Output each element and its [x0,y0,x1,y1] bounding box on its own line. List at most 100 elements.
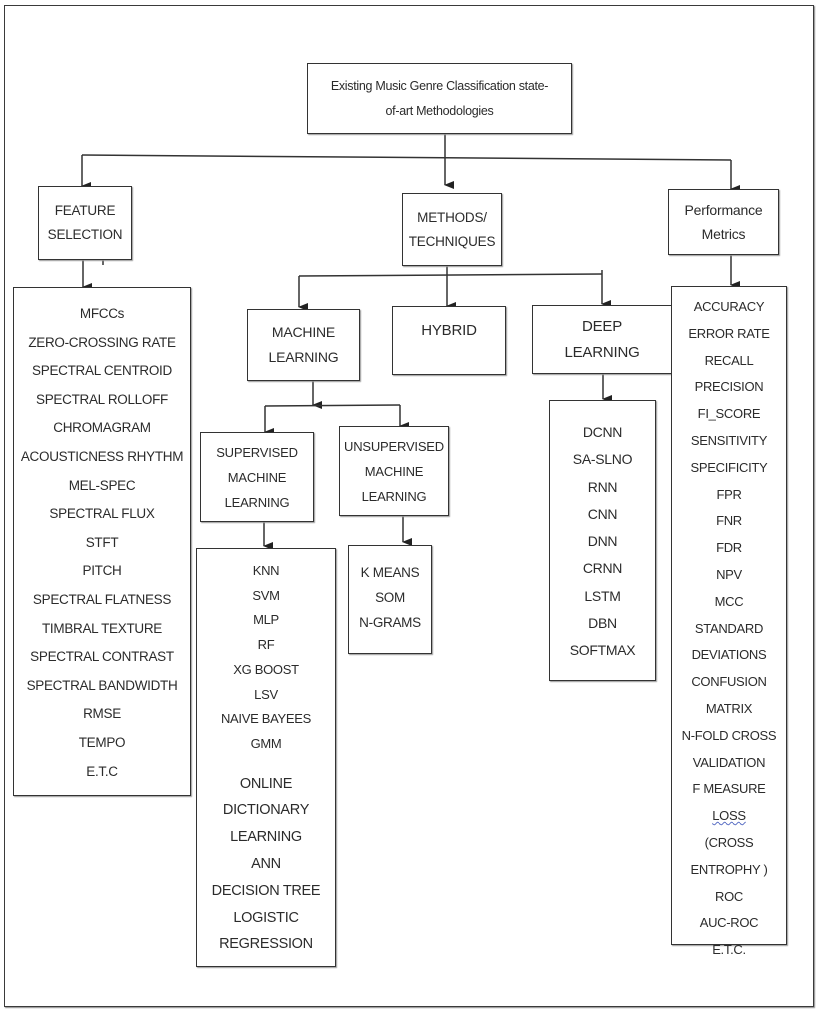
metric-loss-spellcheck: LOSS [712,808,746,824]
supervised-method-item: NAIVE BAYEES [220,711,312,727]
deep-learning-method-item: CRNN [582,560,623,577]
performance-line-2: Metrics [701,226,746,242]
unsupervised-line-3: LEARNING [361,488,427,504]
deep-learning-method-item: DNN [587,533,618,550]
methods-line-1: METHODS/ [417,209,487,225]
supervised-method-item: SVM [252,587,280,603]
unsupervised-list-box: K MEANS SOM N-GRAMS [348,545,432,654]
feature-item: TIMBRAL TEXTURE [41,620,163,636]
supervised-method-item: MLP [253,612,279,628]
machine-learning-line-2: LEARNING [268,349,339,365]
metric-item: ACCURACY [693,299,765,314]
supervised-method-item: LOGISTIC [233,909,299,926]
feature-item: ACOUSTICNESS RHYTHM [20,448,184,464]
metric-item: E.T.C. [712,942,746,958]
supervised-line-1: SUPERVISED [216,444,298,460]
machine-learning-line-1: MACHINE [271,324,336,340]
metric-item-loss: LOSS(CROSS [705,803,754,857]
deep-learning-method-item: DBN [588,615,617,632]
deep-learning-method-item: SOFTMAX [569,642,636,659]
metric-item: NPV [716,566,742,582]
feature-item: TEMPO [78,734,126,750]
root-node: Existing Music Genre Classification stat… [307,63,572,134]
feature-selection-node: FEATURE SELECTION [38,186,132,260]
metric-item: RECALL [704,352,754,368]
metric-item: ENTROPHY ) [690,861,768,877]
root-line-2: of-art Methodologies [385,103,494,118]
hybrid-node: HYBRID [392,306,506,375]
metric-item: N-FOLD CROSS [681,727,777,743]
supervised-method-item: LSV [254,686,278,702]
metric-item: VALIDATION [692,754,766,770]
supervised-method-item: DECISION TREE [211,882,321,899]
unsupervised-method-item: N-GRAMS [359,615,421,630]
feature-item: PITCH [82,563,122,579]
metric-item: SENSITIVITY [690,432,768,448]
connector-ml-bus [264,404,401,407]
metric-item: PRECISION [694,379,764,395]
metrics-list-box: ACCURACY ERROR RATE RECALL PRECISION FI_SCOR… [671,286,787,957]
deep-learning-line-2: LEARNING [564,343,640,361]
metric-item: MCC [714,593,744,609]
feature-selection-line-2: SELECTION [47,227,123,242]
metric-item: FDR [716,540,742,556]
metrics-list-tail: ENTROPHY ) ROC AUC-ROC E.T.C. [691,857,768,964]
deep-learning-node: DEEP LEARNING [532,305,672,374]
supervised-method-item: ANN [251,856,281,873]
supervised-method-item: DICTIONARY [222,802,310,819]
methods-line-2: TECHNIQUES [408,233,496,249]
supervised-line-3: LEARNING [224,494,290,510]
feature-item: SPECTRAL FLATNESS [32,591,172,607]
unsupervised-line-2: MACHINE [364,463,424,479]
feature-item: E.T.C [86,763,118,779]
unsupervised-method-item: SOM [375,590,405,605]
feature-item: SPECTRAL ROLLOFF [36,391,168,407]
machine-learning-node: MACHINE LEARNING [247,309,360,381]
connector-root-bus [81,154,732,161]
supervised-method-item: XG BOOST [233,661,299,677]
feature-item: MEL-SPEC [68,477,136,493]
feature-item: SPECTRAL FLUX [49,506,155,522]
metric-item: AUC-ROC [699,915,759,931]
connector-methods-bus [298,273,603,277]
deep-learning-method-item: LSTM [584,587,621,604]
metric-item: FNR [716,513,742,529]
supervised-method-item: REGRESSION [219,936,313,953]
feature-selection-line-1: FEATURE [54,203,116,218]
metric-item: ERROR RATE [688,325,770,341]
metric-item: FPR [716,486,742,502]
feature-item: STFT [85,534,119,550]
metric-item: STANDARD [694,620,764,636]
unsupervised-list: K MEANS SOM N-GRAMS [359,560,421,635]
performance-line-1: Performance [684,202,763,218]
supervised-method-item: RF [257,637,275,653]
metrics-list: ACCURACY ERROR RATE RECALL PRECISION FI_SCOR… [682,294,777,803]
performance-metrics-node: Performance Metrics [668,189,779,255]
metric-item: ROC [715,888,743,904]
feature-item: RMSE [83,706,121,722]
metric-item: F MEASURE [692,781,766,797]
deep-learning-method-item: SA-SLNO [572,451,633,468]
supervised-ml-node: SUPERVISED MACHINE LEARNING [200,432,314,522]
hybrid-label: HYBRID [421,322,477,339]
deep-learning-method-item: RNN [587,478,618,495]
metric-item: MATRIX [705,700,753,716]
supervised-line-2: MACHINE [227,469,287,485]
feature-item: CHROMAGRAM [53,420,151,436]
feature-item: SPECTRAL CONTRAST [30,649,174,665]
supervised-method-item: GMM [250,735,282,751]
metric-item: CONFUSION [691,674,767,690]
unsupervised-method-item: K MEANS [360,565,420,580]
methods-node: METHODS/ TECHNIQUES [402,193,502,266]
metric-item: FI_SCORE [697,406,761,422]
deep-learning-method-item: DCNN [582,424,623,440]
metric-item: SPECIFICITY [690,459,768,475]
feature-item: SPECTRAL BANDWIDTH [26,677,178,693]
